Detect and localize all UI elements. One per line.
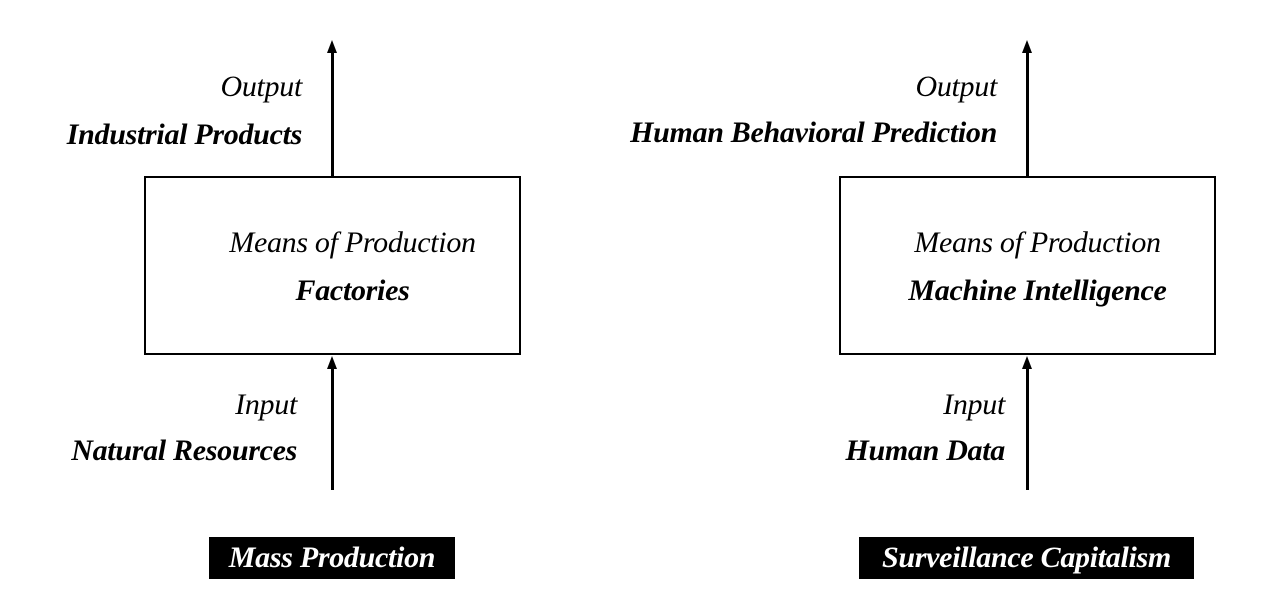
output-value: Human Behavioral Prediction xyxy=(630,116,997,149)
input-value: Natural Resources xyxy=(71,434,297,467)
box-caption: Means of Production xyxy=(914,226,1161,259)
output-caption: Output xyxy=(220,70,302,103)
box-value: Machine Intelligence xyxy=(908,274,1167,307)
arrow-head-icon xyxy=(1022,356,1032,369)
input-arrow xyxy=(327,356,337,490)
means-of-production-box: Means of Production Machine Intelligence xyxy=(839,176,1216,355)
arrow-head-icon xyxy=(327,40,337,53)
input-caption: Input xyxy=(943,388,1005,421)
output-arrow xyxy=(327,40,337,176)
box-value: Factories xyxy=(295,274,410,307)
input-value: Human Data xyxy=(845,434,1005,467)
arrow-shaft xyxy=(331,50,334,176)
diagram-title-tag: Mass Production xyxy=(209,537,455,579)
arrow-head-icon xyxy=(1022,40,1032,53)
means-of-production-box: Means of Production Factories xyxy=(144,176,521,355)
box-caption: Means of Production xyxy=(229,226,476,259)
output-value: Industrial Products xyxy=(66,118,303,151)
output-arrow xyxy=(1022,40,1032,176)
arrow-shaft xyxy=(1026,366,1029,490)
arrow-head-icon xyxy=(327,356,337,369)
diagram-title-tag: Surveillance Capitalism xyxy=(859,537,1194,579)
surveillance-capitalism-diagram: Output Human Behavioral Prediction Means… xyxy=(630,0,1280,613)
mass-production-diagram: Output Industrial Products Means of Prod… xyxy=(66,40,521,579)
input-caption: Input xyxy=(235,388,297,421)
arrow-shaft xyxy=(1026,50,1029,176)
arrow-shaft xyxy=(331,366,334,490)
input-arrow xyxy=(1022,356,1032,490)
output-caption: Output xyxy=(915,70,997,103)
